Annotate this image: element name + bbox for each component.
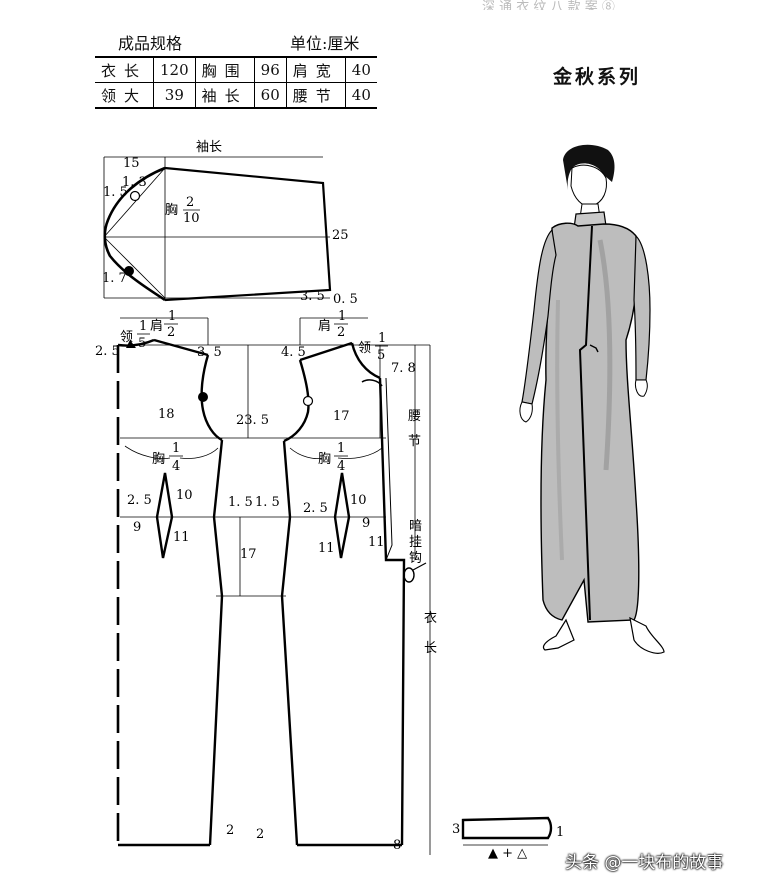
front-chest-num: 1 xyxy=(337,441,345,456)
spec-value: 40 xyxy=(344,82,377,109)
spec-value: 60 xyxy=(253,82,287,109)
back-dart-9: 9 xyxy=(133,520,141,535)
sleeve-dim-17: 1. 7 xyxy=(102,271,127,286)
back-shoulder: 肩 xyxy=(150,318,163,334)
front-dim-17: 17 xyxy=(333,409,350,424)
spec-label: 领大 xyxy=(95,82,155,109)
sleeve-chest-den: 10 xyxy=(183,211,200,226)
spec-label: 衣长 xyxy=(95,56,155,83)
sleeve-dim-15: 15 xyxy=(123,156,140,171)
sleeve-dim-25: 25 xyxy=(332,228,349,243)
spec-value: 39 xyxy=(153,82,196,109)
back-neck-den: 5 xyxy=(138,336,146,351)
sleeve-labels: 袖长 15 1. 3 1. 5 胸 2 10 25 1. 7 3. 5 0. 5 xyxy=(102,140,358,307)
back-dart-10: 10 xyxy=(176,488,193,503)
front-chest: 胸 xyxy=(318,452,331,467)
header-mark: 深 通 衣 纹 八 款 案 ⑧ xyxy=(482,0,615,10)
back-waist-15: 1. 5 xyxy=(228,495,253,510)
collar-pattern xyxy=(461,816,553,846)
front-waist-15: 1. 5 xyxy=(255,495,280,510)
sleeve-dim-35: 3. 5 xyxy=(300,289,325,304)
front-hook-char3: 钩 xyxy=(409,551,422,566)
spec-label: 肩宽 xyxy=(285,56,346,83)
sleeve-dim-15b: 1. 5 xyxy=(103,185,128,200)
sleeve-title: 袖长 xyxy=(196,140,222,155)
front-waist-char2: 节 xyxy=(408,434,421,449)
spec-label: 腰节 xyxy=(285,82,346,109)
front-dart-9: 9 xyxy=(362,516,370,531)
front-chest-den: 4 xyxy=(337,459,345,474)
front-hook-char2: 挂 xyxy=(409,535,422,550)
front-shoulder: 肩 xyxy=(318,318,331,334)
sleeve-pattern xyxy=(103,156,332,302)
collar-dim-3: 3 xyxy=(452,822,460,837)
center-dim-235: 23. 5 xyxy=(236,413,269,428)
front-hem-8: 8 xyxy=(393,838,401,853)
spec-row: 领大 39 袖长 60 腰节 40 xyxy=(95,82,377,109)
front-dim-78: 7. 8 xyxy=(391,361,416,376)
front-dart-11: 11 xyxy=(318,541,335,556)
back-chest-num: 1 xyxy=(172,441,180,456)
front-labels: 肩 1 2 4. 5 领 1 5 7. 8 17 腰 节 胸 1 4 1. 5 … xyxy=(255,309,437,853)
sleeve-chest: 胸 xyxy=(165,203,178,218)
collar-labels: 3 1 ▲ + △ xyxy=(452,822,564,861)
spec-table: 衣长 120 胸围 96 肩宽 40 领大 39 袖长 60 腰节 40 xyxy=(95,56,377,109)
back-labels: 2. 5 领 1 5 肩 1 2 3. 5 18 23. 5 胸 1 4 2. … xyxy=(95,309,269,838)
collar-dim-1: 1 xyxy=(556,825,564,840)
back-dim-25: 2. 5 xyxy=(95,344,120,359)
sleeve-dim-13: 1. 3 xyxy=(122,175,147,190)
front-dart-10: 10 xyxy=(350,493,367,508)
front-length-char2: 长 xyxy=(424,641,437,656)
fashion-illustration xyxy=(519,144,665,654)
spec-label: 袖长 xyxy=(194,82,255,109)
front-waist-char1: 腰 xyxy=(408,409,421,424)
back-chest: 胸 xyxy=(152,452,165,467)
center-dim-17: 17 xyxy=(240,547,257,562)
back-hem-2: 2 xyxy=(226,823,234,838)
front-hem-2: 2 xyxy=(256,827,264,842)
sleeve-chest-num: 2 xyxy=(186,195,194,210)
front-pattern xyxy=(280,317,431,855)
front-neck-num: 1 xyxy=(378,331,386,346)
spec-value: 96 xyxy=(253,56,287,83)
back-dim-18: 18 xyxy=(158,407,175,422)
front-dart-25: 2. 5 xyxy=(303,501,328,516)
spec-row: 衣长 120 胸围 96 肩宽 40 xyxy=(95,56,377,83)
front-hook-char1: 暗 xyxy=(409,519,422,534)
front-shoulder-den: 2 xyxy=(337,325,345,340)
front-neck: 领 xyxy=(358,341,371,356)
front-shoulder-num: 1 xyxy=(338,309,346,324)
back-pattern xyxy=(116,317,430,847)
spec-title: 成品规格 xyxy=(118,34,183,53)
watermark: 头条 @一块布的故事 xyxy=(565,853,724,873)
back-neck: 领 xyxy=(120,330,133,345)
spec-value: 40 xyxy=(344,56,377,83)
front-neck-den: 5 xyxy=(377,348,385,363)
back-shoulder-den: 2 xyxy=(167,325,175,340)
sleeve-dim-05: 0. 5 xyxy=(333,292,358,307)
back-dart-25: 2. 5 xyxy=(127,493,152,508)
back-neck-num: 1 xyxy=(139,319,147,334)
spec-label: 胸围 xyxy=(194,56,255,83)
back-dim-35: 3. 5 xyxy=(197,345,222,360)
front-dim-45: 4. 5 xyxy=(281,345,306,360)
spec-unit: 单位:厘米 xyxy=(290,34,360,53)
back-shoulder-num: 1 xyxy=(168,309,176,324)
front-length-char1: 衣 xyxy=(424,610,437,626)
back-dart-11: 11 xyxy=(173,530,190,545)
collar-formula: ▲ + △ xyxy=(488,846,527,861)
series-title: 金秋系列 xyxy=(553,66,642,88)
back-chest-den: 4 xyxy=(172,459,180,474)
spec-value: 120 xyxy=(153,56,196,83)
front-dim-11: 11 xyxy=(368,535,385,550)
